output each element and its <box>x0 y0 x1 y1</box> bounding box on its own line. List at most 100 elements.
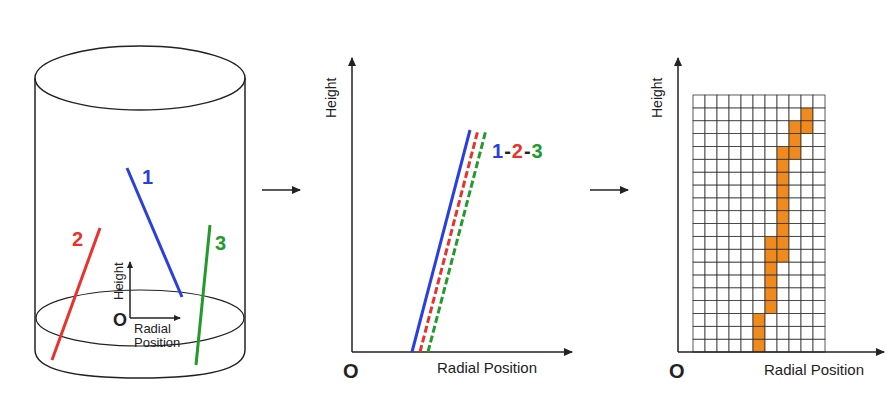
axis-label: Radial Position <box>134 322 194 351</box>
callout-number: 3 <box>215 232 226 254</box>
filled-pixel <box>765 275 777 288</box>
pixel <box>813 185 825 198</box>
pixel <box>765 172 777 185</box>
pixel <box>693 172 705 185</box>
pixel <box>717 172 729 185</box>
pixel <box>705 172 717 185</box>
pixel <box>693 313 705 326</box>
pixel <box>717 95 729 108</box>
pixel <box>789 211 801 224</box>
pixel <box>801 262 813 275</box>
pixel <box>813 134 825 147</box>
pixel <box>741 211 753 224</box>
line-1 <box>127 168 182 297</box>
pixel <box>741 159 753 172</box>
pixel <box>801 236 813 249</box>
pixel <box>813 249 825 262</box>
pixel <box>777 275 789 288</box>
pixel <box>693 301 705 314</box>
filled-pixel <box>777 249 789 262</box>
pixel <box>789 198 801 211</box>
pixel <box>813 275 825 288</box>
pixel <box>813 313 825 326</box>
pixel <box>777 262 789 275</box>
callout-number: 3 <box>532 140 543 162</box>
pixel <box>765 211 777 224</box>
pixel <box>717 108 729 121</box>
pixel <box>777 339 789 352</box>
filled-pixel <box>801 121 813 134</box>
pixel <box>729 339 741 352</box>
callout-number: 1 <box>142 166 153 188</box>
filled-pixel <box>777 172 789 185</box>
transition-arrow <box>590 189 628 191</box>
pixel <box>741 134 753 147</box>
pixel <box>717 146 729 159</box>
pixel <box>741 288 753 301</box>
pixel <box>789 326 801 339</box>
pixel <box>813 198 825 211</box>
origin-label: O <box>343 360 359 382</box>
pixel <box>693 211 705 224</box>
pixel <box>789 262 801 275</box>
pixel <box>813 121 825 134</box>
pixel <box>789 236 801 249</box>
projected-line-2 <box>420 130 478 352</box>
pixel <box>777 108 789 121</box>
pixel <box>753 249 765 262</box>
pixel <box>801 249 813 262</box>
pixel <box>717 262 729 275</box>
pixel <box>729 236 741 249</box>
filled-pixel <box>753 313 765 326</box>
axis-label: Height <box>112 262 126 300</box>
pixel <box>717 211 729 224</box>
pixel <box>741 275 753 288</box>
pixel <box>789 313 801 326</box>
filled-pixel <box>765 288 777 301</box>
pixel <box>693 134 705 147</box>
pixel <box>801 134 813 147</box>
pixel <box>753 198 765 211</box>
pixel <box>705 121 717 134</box>
pixel <box>801 224 813 237</box>
line-3 <box>196 225 210 365</box>
pixel <box>765 185 777 198</box>
pixel <box>813 288 825 301</box>
pixel <box>801 339 813 352</box>
filled-pixel <box>789 121 801 134</box>
pixel <box>789 95 801 108</box>
callout-number: 2 <box>72 228 83 250</box>
pixel <box>813 146 825 159</box>
filled-pixel <box>789 146 801 159</box>
pixel <box>717 313 729 326</box>
pixel <box>813 159 825 172</box>
pixel <box>705 313 717 326</box>
pixel <box>729 172 741 185</box>
pixel <box>729 211 741 224</box>
pixel <box>741 262 753 275</box>
pixel <box>741 146 753 159</box>
pixel <box>801 172 813 185</box>
pixel <box>753 288 765 301</box>
pixel <box>717 339 729 352</box>
pixel <box>753 275 765 288</box>
pixel <box>729 326 741 339</box>
projected-line-1 <box>412 130 470 352</box>
pixel <box>693 159 705 172</box>
pixel <box>789 224 801 237</box>
pixel <box>729 121 741 134</box>
pixel <box>777 313 789 326</box>
filled-pixel <box>777 185 789 198</box>
pixel <box>765 339 777 352</box>
pixel <box>729 198 741 211</box>
pixel <box>753 121 765 134</box>
pixel <box>801 275 813 288</box>
pixel <box>705 288 717 301</box>
pixel <box>729 288 741 301</box>
pixel <box>789 108 801 121</box>
separator: - <box>524 140 531 162</box>
separator: - <box>504 140 511 162</box>
filled-pixel <box>777 224 789 237</box>
pixel <box>801 301 813 314</box>
